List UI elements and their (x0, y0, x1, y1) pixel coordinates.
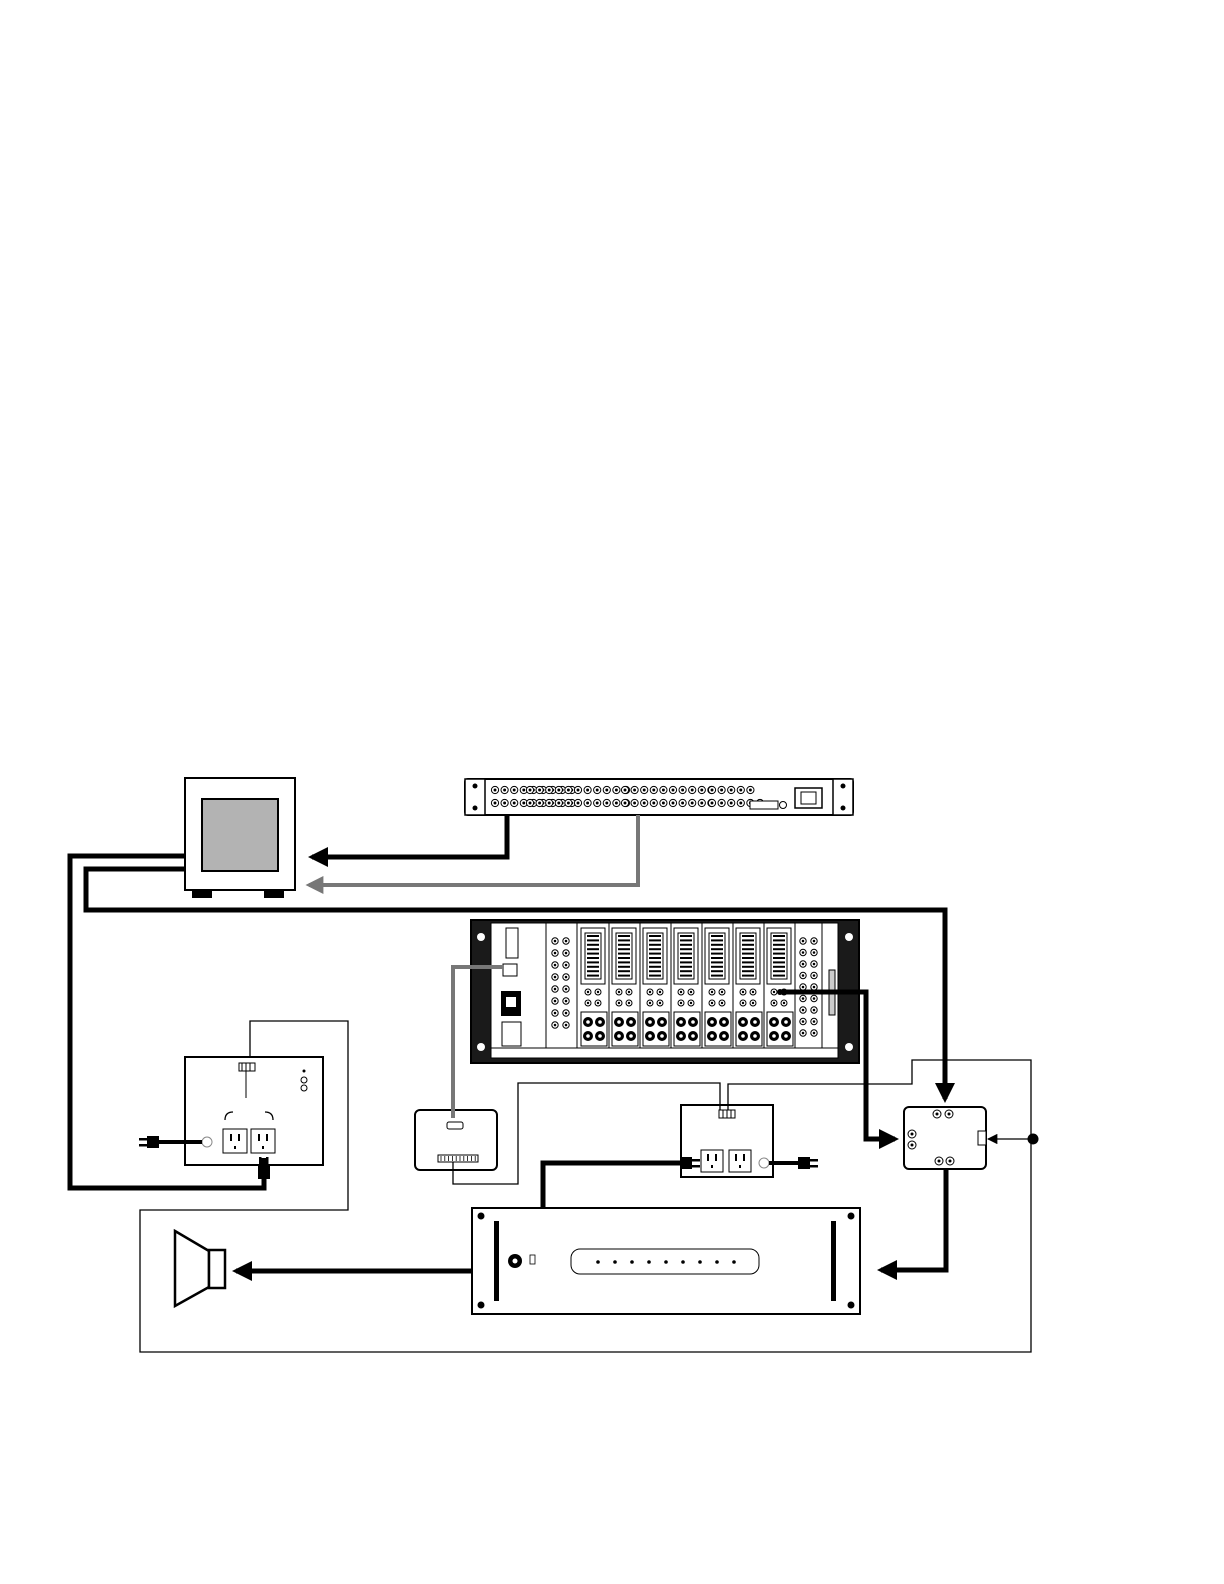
mount-hole (841, 784, 846, 789)
ground-screw (780, 802, 787, 809)
control-interface (415, 1110, 497, 1170)
monitor-foot-right (264, 890, 284, 898)
mount-hole (473, 784, 478, 789)
monitor-foot-left (192, 890, 212, 898)
power-sequencer-left (185, 1057, 323, 1165)
frame-bottom-rail (491, 1048, 838, 1058)
ac-plug (798, 1157, 810, 1169)
mount-hole (848, 1213, 855, 1220)
ac-plug (680, 1157, 692, 1169)
mount-hole (473, 806, 478, 811)
ac-plug (147, 1136, 159, 1148)
amp-handle-left (494, 1221, 499, 1301)
monitor (185, 778, 295, 898)
monitor-screen (202, 799, 278, 871)
amp-led (664, 1260, 668, 1264)
power-cord-entry (759, 1158, 769, 1168)
frame-power-switch (502, 1022, 521, 1046)
indicator-led (303, 1070, 306, 1073)
mount-hole (845, 1043, 853, 1051)
signal-junction (904, 1107, 986, 1169)
control-knob (301, 1077, 307, 1083)
outlet-1 (701, 1150, 723, 1172)
control-knob (301, 1085, 307, 1091)
amp-indicator (530, 1255, 535, 1264)
iec-power-inlet-socket (801, 792, 816, 804)
loudspeaker (175, 1231, 225, 1306)
mount-hole (477, 1043, 485, 1051)
mount-hole (845, 933, 853, 941)
frame-serial-port (503, 964, 517, 976)
amp-led (715, 1260, 719, 1264)
outlet-1 (223, 1129, 247, 1153)
mount-hole (477, 933, 485, 941)
terminal-strip (750, 801, 778, 809)
amp-led (630, 1260, 634, 1264)
speaker-icon (175, 1231, 209, 1306)
amp-led (596, 1260, 600, 1264)
mount-hole (478, 1302, 485, 1309)
amp-led (647, 1260, 651, 1264)
amp-led (681, 1260, 685, 1264)
mount-hole (841, 806, 846, 811)
outlet-2 (729, 1150, 751, 1172)
control-serial-port (447, 1122, 463, 1129)
control-terminal-strip (438, 1155, 478, 1162)
amp-led (613, 1260, 617, 1264)
speaker-driver (209, 1250, 225, 1288)
ac-plug (258, 1165, 270, 1179)
patch-panel (465, 779, 853, 815)
junction-node (1028, 1134, 1039, 1145)
power-cord-entry (202, 1137, 212, 1147)
power-amplifier (472, 1208, 860, 1314)
sequencer-terminal (239, 1063, 255, 1071)
junction-terminal (978, 1131, 986, 1145)
mount-hole (478, 1213, 485, 1220)
frame-terminal-block (506, 928, 518, 958)
outlet-2 (251, 1129, 275, 1153)
mount-hole (848, 1302, 855, 1309)
amp-led (698, 1260, 702, 1264)
amp-handle-right (831, 1221, 836, 1301)
amp-led (732, 1260, 736, 1264)
